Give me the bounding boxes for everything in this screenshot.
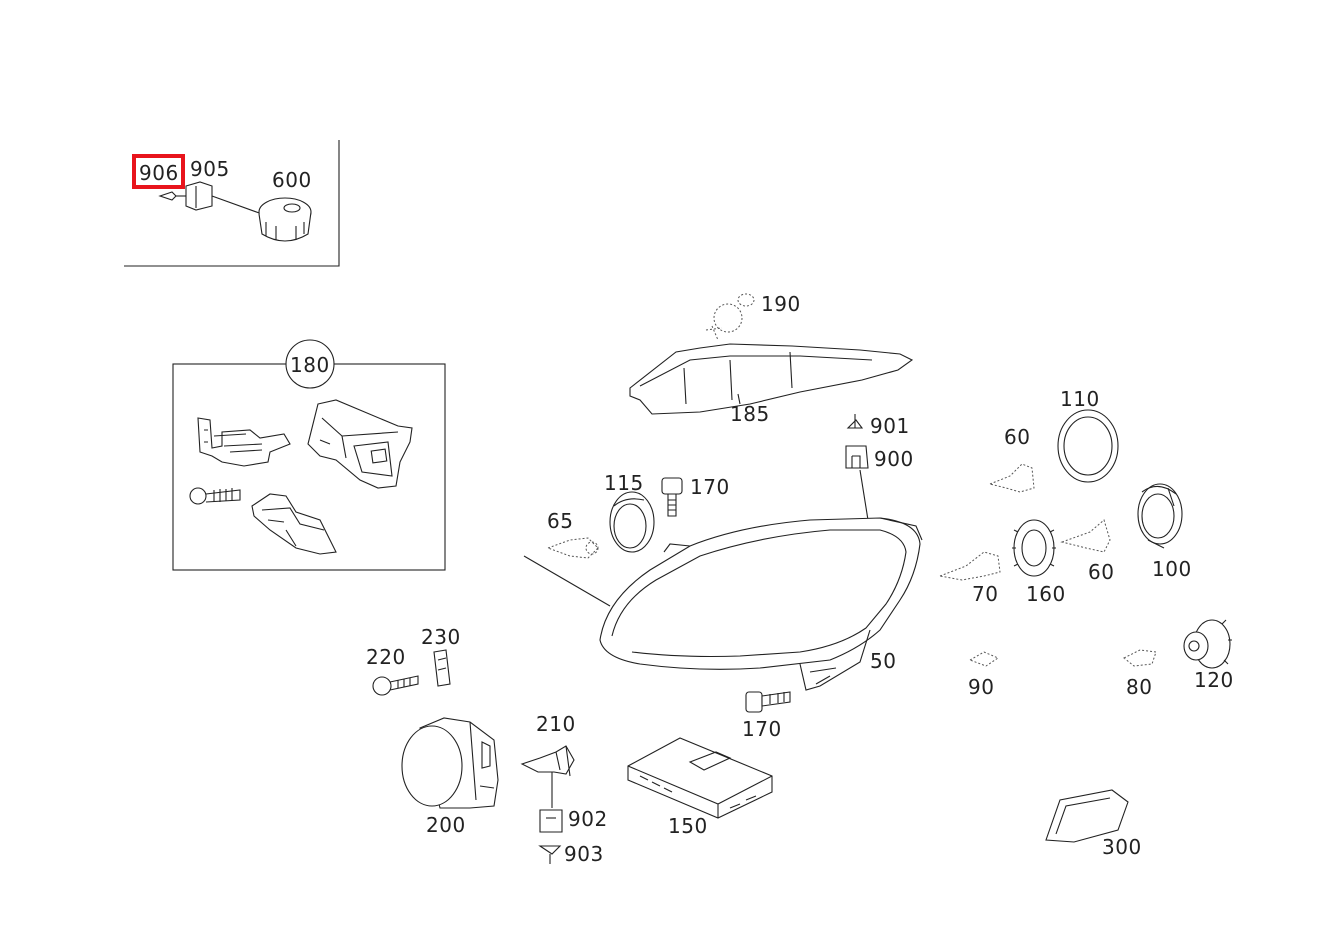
part-65-drawing — [546, 537, 599, 559]
part-115-drawing — [609, 491, 655, 553]
part-190-drawing — [705, 293, 755, 341]
callout-230[interactable]: 230 — [421, 625, 461, 649]
part-160-ring — [1012, 519, 1056, 577]
callout-190[interactable]: 190 — [761, 292, 801, 316]
part-180-screw — [189, 487, 241, 505]
part-70-bulb — [938, 551, 1001, 581]
callout-300[interactable]: 300 — [1102, 835, 1142, 859]
part-906-drawing — [158, 191, 186, 201]
callout-210[interactable]: 210 — [536, 712, 576, 736]
part-903-cap — [538, 845, 562, 864]
callout-150[interactable]: 150 — [668, 814, 708, 838]
callout-906[interactable]: 906 — [139, 161, 179, 185]
callout-160[interactable]: 160 — [1026, 582, 1066, 606]
part-185-drawing — [629, 343, 914, 415]
callout-labels: 906 905 600 190 180 185 901 900 110 60 115 170 65 100… — [139, 157, 1234, 866]
callout-185[interactable]: 185 — [730, 402, 770, 426]
callout-901[interactable]: 901 — [870, 414, 910, 438]
part-60-bulb-bottom — [1060, 519, 1111, 553]
callout-200[interactable]: 200 — [426, 813, 466, 837]
callout-65[interactable]: 65 — [547, 509, 573, 533]
callout-170a[interactable]: 170 — [690, 475, 730, 499]
part-900-drawing — [845, 445, 869, 521]
part-180-bracket-right — [307, 399, 413, 489]
callout-70[interactable]: 70 — [972, 582, 998, 606]
part-220-screw — [372, 675, 419, 696]
callout-902[interactable]: 902 — [568, 807, 608, 831]
part-60-bulb-top — [988, 463, 1035, 493]
part-300-cover — [1045, 789, 1129, 843]
inset-frame-180 — [172, 339, 446, 571]
part-905-drawing — [185, 181, 213, 211]
callout-100[interactable]: 100 — [1152, 557, 1192, 581]
callout-110[interactable]: 110 — [1060, 387, 1100, 411]
part-901-drawing — [846, 414, 864, 429]
part-90-bulb — [968, 651, 1000, 667]
part-200-fog-lamp — [401, 717, 499, 809]
part-150-ballast — [627, 737, 773, 819]
part-50-headlamp — [523, 517, 923, 691]
part-170-bolt-top — [661, 477, 683, 517]
callout-903[interactable]: 903 — [564, 842, 604, 866]
callout-50[interactable]: 50 — [870, 649, 896, 673]
callout-60b[interactable]: 60 — [1088, 560, 1114, 584]
part-120-socket — [1183, 619, 1232, 669]
callout-115[interactable]: 115 — [604, 471, 644, 495]
callout-220[interactable]: 220 — [366, 645, 406, 669]
part-170-bolt-bottom — [745, 691, 791, 713]
highlight-box — [132, 154, 185, 189]
callout-60a[interactable]: 60 — [1004, 425, 1030, 449]
callout-80[interactable]: 80 — [1126, 675, 1152, 699]
part-80-bulb — [1123, 649, 1157, 667]
part-100-ring — [1137, 483, 1183, 549]
callout-905[interactable]: 905 — [190, 157, 230, 181]
inset-frame-top-left — [124, 140, 340, 267]
part-180-bracket-bottom — [251, 493, 337, 555]
part-600-drawing — [211, 195, 312, 242]
part-902-connector — [539, 809, 563, 833]
callout-180[interactable]: 180 — [290, 353, 330, 377]
callout-90[interactable]: 90 — [968, 675, 994, 699]
callout-170b[interactable]: 170 — [742, 717, 782, 741]
part-210-bulb — [520, 745, 575, 808]
callout-600[interactable]: 600 — [272, 168, 312, 192]
part-230-clip — [433, 649, 451, 687]
callout-120[interactable]: 120 — [1194, 668, 1234, 692]
callout-900[interactable]: 900 — [874, 447, 914, 471]
part-180-bracket-left — [197, 417, 291, 467]
part-110-seal — [1057, 409, 1119, 483]
